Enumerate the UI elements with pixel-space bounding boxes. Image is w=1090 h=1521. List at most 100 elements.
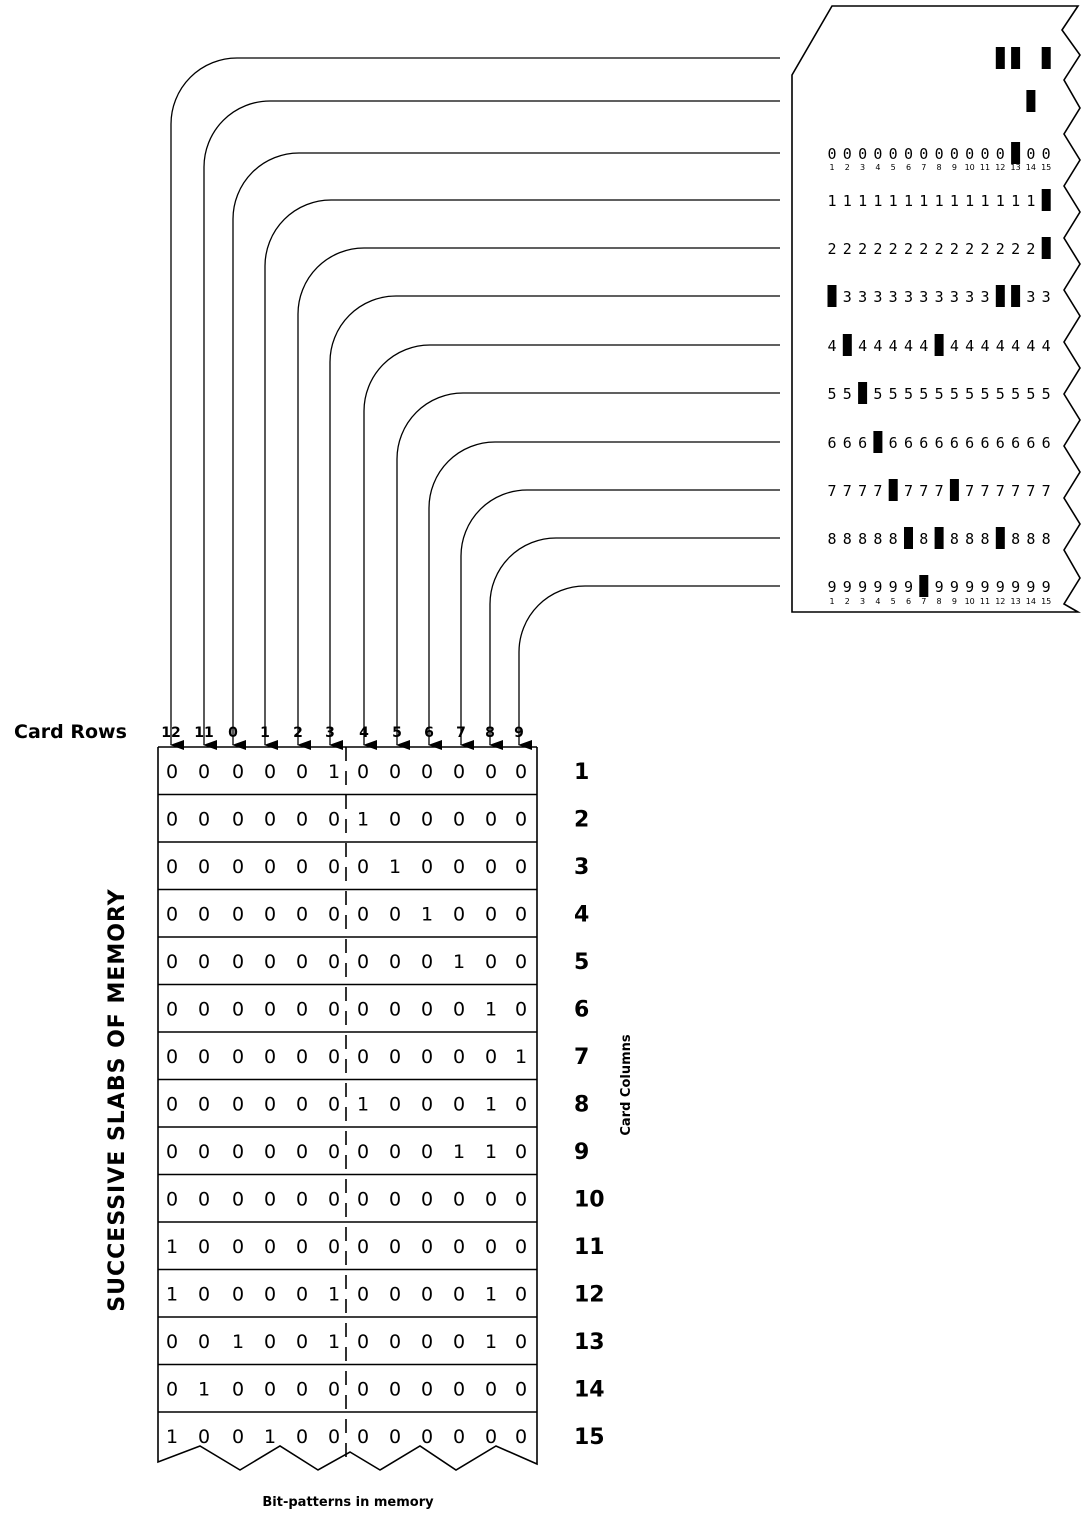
bit-value: 0 <box>198 951 210 973</box>
bit-value: 0 <box>264 903 276 925</box>
card-digit: 1 <box>950 192 959 210</box>
card-digit: 7 <box>1011 482 1020 500</box>
card-column-number: 5 <box>891 597 896 606</box>
card-digit: 2 <box>904 240 913 258</box>
bit-value: 0 <box>515 1236 527 1258</box>
bit-value: 0 <box>485 951 497 973</box>
card-column-number: 13 <box>1011 163 1021 172</box>
bit-value: 0 <box>453 1188 465 1210</box>
card-digit: 8 <box>965 530 974 548</box>
bit-value: 0 <box>485 808 497 830</box>
bit-value: 0 <box>357 856 369 878</box>
card-column-number: 4 <box>875 163 880 172</box>
bit-value: 0 <box>232 1378 244 1400</box>
bit-value: 0 <box>485 1378 497 1400</box>
card-column-label: 6 <box>574 997 589 1022</box>
card-column-label: 8 <box>574 1092 589 1117</box>
card-digit: 0 <box>1026 145 1035 163</box>
card-column-label: 7 <box>574 1045 589 1070</box>
bit-value: 0 <box>357 1046 369 1068</box>
bit-value: 0 <box>357 1426 369 1448</box>
bit-value: 0 <box>357 1331 369 1353</box>
card-row-header: 6 <box>424 725 434 741</box>
punch-hole-row-8-col-6 <box>904 527 913 549</box>
card-digit: 6 <box>935 434 944 452</box>
card-digit: 5 <box>950 385 959 403</box>
card-column-number: 1 <box>829 597 834 606</box>
punch-hole-row-6-col-4 <box>873 431 883 453</box>
card-column-label: 14 <box>574 1377 605 1402</box>
card-digit: 8 <box>1011 530 1020 548</box>
card-column-number: 11 <box>980 597 990 606</box>
card-digit: 6 <box>827 434 836 452</box>
card-digit: 8 <box>919 530 928 548</box>
card-digit: 5 <box>904 385 913 403</box>
card-digit: 0 <box>919 145 928 163</box>
card-digit: 4 <box>980 337 989 355</box>
bit-value: 0 <box>453 1283 465 1305</box>
bit-value: 0 <box>453 1331 465 1353</box>
card-digit: 9 <box>1026 578 1035 596</box>
card-column-label: 3 <box>574 855 589 880</box>
bit-value: 0 <box>485 1046 497 1068</box>
card-digit: 7 <box>904 482 913 500</box>
punch-hole-row-8-col-8 <box>934 527 944 549</box>
bit-value: 0 <box>453 761 465 783</box>
bit-value: 1 <box>515 1046 527 1068</box>
bit-value: 0 <box>264 808 276 830</box>
card-digit: 9 <box>1042 578 1051 596</box>
card-digit: 5 <box>843 385 852 403</box>
card-column-number: 6 <box>906 163 911 172</box>
card-column-number: 7 <box>921 163 926 172</box>
bit-value: 0 <box>485 761 497 783</box>
card-digit: 3 <box>843 288 852 306</box>
bit-value: 0 <box>421 1426 433 1448</box>
bit-value: 0 <box>389 1141 401 1163</box>
card-digit: 8 <box>858 530 867 548</box>
card-digit: 7 <box>873 482 882 500</box>
card-row-header: 3 <box>325 725 335 741</box>
bit-value: 0 <box>421 1236 433 1258</box>
bit-value: 1 <box>328 1331 340 1353</box>
bit-value: 0 <box>421 1331 433 1353</box>
card-column-number: 13 <box>1011 597 1021 606</box>
card-digit: 2 <box>1011 240 1020 258</box>
bit-value: 0 <box>485 1426 497 1448</box>
card-digit: 6 <box>858 434 867 452</box>
bit-value: 0 <box>389 1188 401 1210</box>
card-row-header: 2 <box>293 725 303 741</box>
card-column-number: 10 <box>965 163 975 172</box>
bit-value: 1 <box>198 1378 210 1400</box>
bit-value: 0 <box>485 1236 497 1258</box>
card-rows-label: Card Rows <box>14 721 127 743</box>
bit-value: 0 <box>328 951 340 973</box>
bit-value: 0 <box>515 1331 527 1353</box>
bit-value: 0 <box>328 856 340 878</box>
bit-value: 0 <box>421 998 433 1020</box>
card-digit: 2 <box>996 240 1005 258</box>
punch-hole-row-4-col-8 <box>934 334 944 356</box>
bit-value: 0 <box>453 903 465 925</box>
bit-value: 0 <box>296 951 308 973</box>
bit-value: 0 <box>166 1378 178 1400</box>
bit-value: 0 <box>166 1046 178 1068</box>
card-digit: 9 <box>889 578 898 596</box>
card-row-header: 4 <box>359 725 369 741</box>
card-digit: 2 <box>843 240 852 258</box>
card-column-label: 15 <box>574 1425 605 1450</box>
card-digit: 2 <box>950 240 959 258</box>
card-digit: 4 <box>904 337 913 355</box>
card-digit: 1 <box>919 192 928 210</box>
bit-value: 0 <box>232 808 244 830</box>
bit-value: 0 <box>296 903 308 925</box>
card-columns-label: Card Columns <box>619 1034 634 1136</box>
bit-value: 0 <box>166 1188 178 1210</box>
card-digit: 1 <box>1011 192 1020 210</box>
card-digit: 9 <box>827 578 836 596</box>
bit-value: 1 <box>485 1283 497 1305</box>
card-digit: 0 <box>873 145 882 163</box>
card-digit: 7 <box>827 482 836 500</box>
card-digit: 9 <box>950 578 959 596</box>
card-row-header: 0 <box>228 725 238 741</box>
card-column-number: 8 <box>937 163 942 172</box>
